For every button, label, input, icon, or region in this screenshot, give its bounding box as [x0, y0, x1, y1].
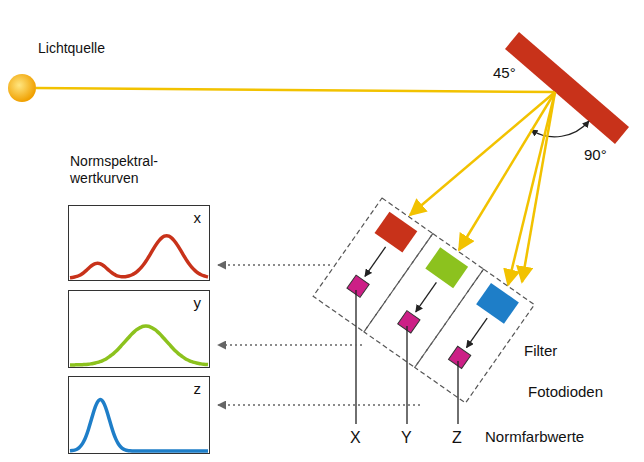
sensor-assembly — [313, 198, 534, 403]
curve-name: x — [194, 209, 202, 226]
light-beam — [36, 88, 555, 92]
label-text: Y — [401, 428, 412, 447]
spectral-curve — [70, 326, 208, 365]
label-text: X — [350, 428, 361, 447]
output-wire — [457, 361, 458, 424]
label-text: 45° — [493, 64, 516, 82]
label-text: Fotodioden — [528, 383, 603, 401]
reflected-ray — [522, 92, 555, 282]
sensor-panel — [364, 234, 484, 368]
label-text: Normfarbwerte — [485, 428, 584, 446]
light-source — [8, 74, 36, 102]
chart-box: z — [68, 376, 210, 454]
dotted-arrow — [218, 404, 420, 406]
spectral-curve — [70, 236, 208, 278]
sensor-panel — [313, 198, 433, 332]
reflected-ray — [410, 92, 555, 215]
dotted-arrow — [218, 264, 330, 266]
reflected-ray — [508, 92, 555, 285]
sensor-panel — [415, 269, 535, 403]
angle-arc — [531, 121, 589, 137]
sample-plate — [505, 32, 629, 144]
output-wire — [355, 290, 356, 424]
label-text: Lichtquelle — [38, 40, 105, 57]
label-text: Z — [452, 428, 462, 447]
dotted-arrow — [218, 344, 362, 346]
output-wire — [406, 326, 407, 424]
chart-box: y — [68, 290, 210, 368]
label-text: 90° — [584, 146, 607, 164]
chart-box: x — [68, 205, 210, 281]
label-text: Filter — [524, 342, 557, 360]
label-text: Normspektral- wertkurven — [70, 153, 178, 187]
spectral-curve — [70, 400, 208, 451]
curve-name: y — [194, 294, 202, 311]
curve-name: z — [194, 380, 202, 397]
